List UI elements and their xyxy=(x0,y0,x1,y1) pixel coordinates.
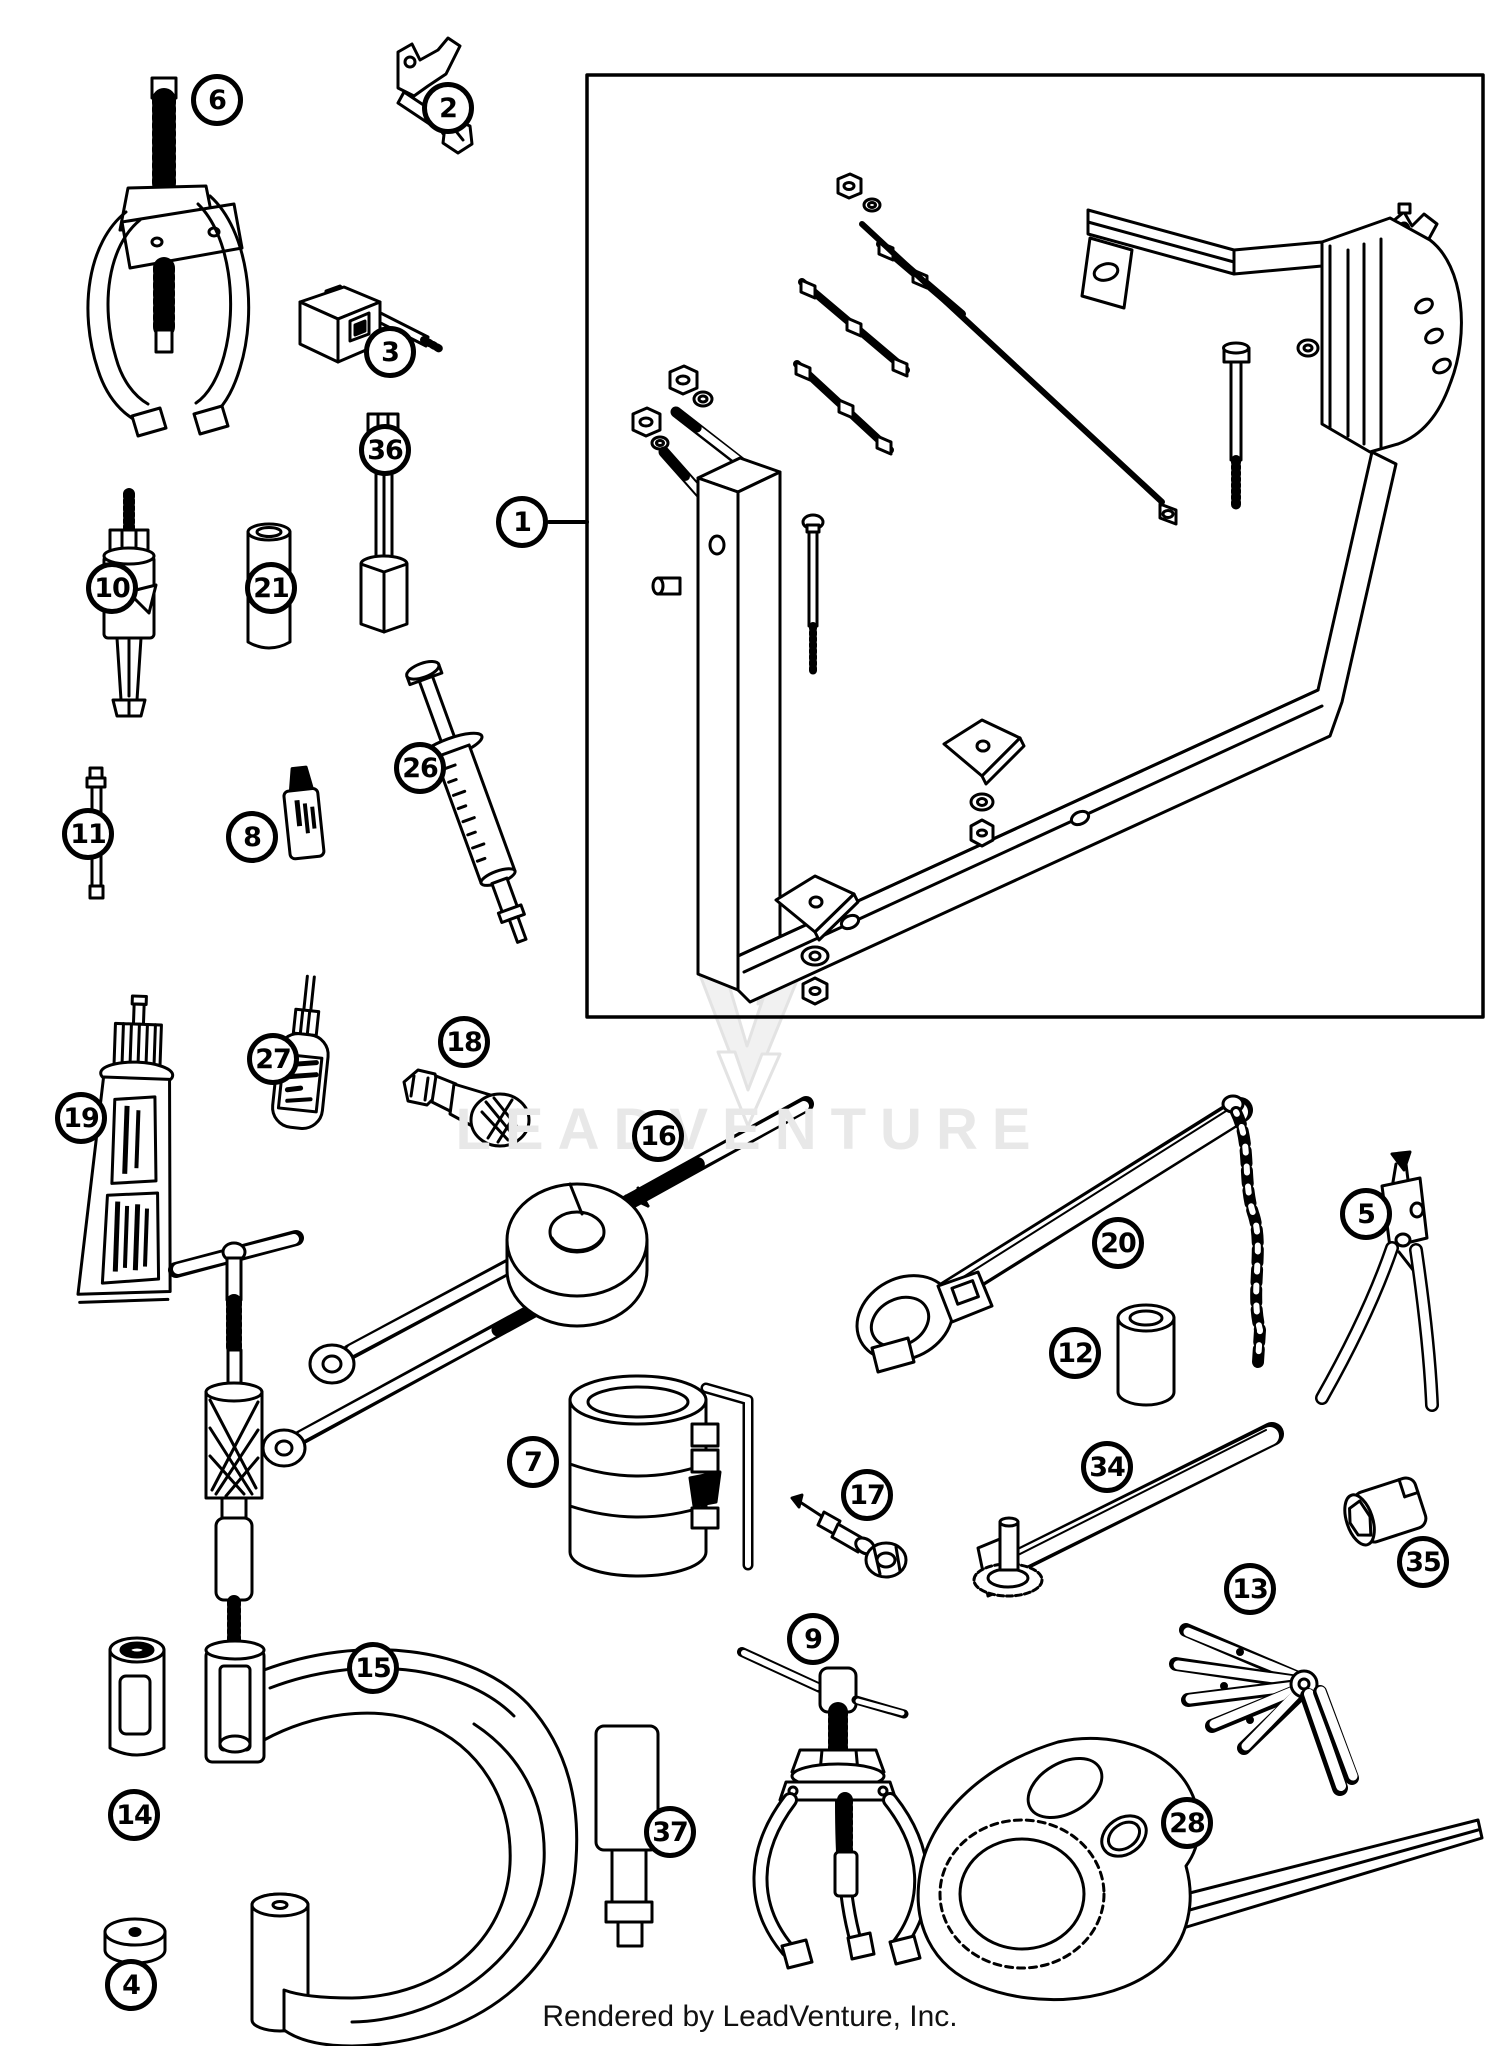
shim-plates-hardware xyxy=(774,718,1026,1006)
tool-circlip-pliers xyxy=(1315,1150,1439,1412)
callout-12[interactable]: 12 xyxy=(1049,1327,1101,1379)
callout-16[interactable]: 16 xyxy=(632,1110,684,1162)
callout-5[interactable]: 5 xyxy=(1340,1188,1392,1240)
callout-17[interactable]: 17 xyxy=(841,1469,893,1521)
threaded-studs xyxy=(793,221,1178,526)
right-plate xyxy=(1320,216,1463,454)
inset-box-border xyxy=(585,73,1485,1019)
callout-15[interactable]: 15 xyxy=(347,1642,399,1694)
tool-lever xyxy=(972,1422,1284,1598)
tool-support-washer xyxy=(103,1917,167,1965)
tool-bushing xyxy=(1116,1303,1176,1407)
nuts-and-washers xyxy=(631,172,882,451)
callout-2[interactable]: 2 xyxy=(422,82,474,134)
tool-slotted-socket xyxy=(1343,1476,1428,1547)
callout-28[interactable]: 28 xyxy=(1161,1797,1213,1849)
callout-10[interactable]: 10 xyxy=(86,562,138,614)
tool-stepped-drift xyxy=(594,1724,660,1948)
callout-18[interactable]: 18 xyxy=(438,1016,490,1068)
stand-upper-structure xyxy=(1080,202,1463,454)
callout-34[interactable]: 34 xyxy=(1081,1441,1133,1493)
callout-8[interactable]: 8 xyxy=(226,811,278,863)
tool-bearing-puller xyxy=(86,76,251,438)
callout-6[interactable]: 6 xyxy=(191,74,243,126)
inset-box-assembly xyxy=(547,73,1485,1019)
callout-26[interactable]: 26 xyxy=(394,742,446,794)
callout-19[interactable]: 19 xyxy=(55,1092,107,1144)
callout-11[interactable]: 11 xyxy=(62,808,114,860)
tool-c-clamp-press xyxy=(168,1230,579,2046)
tool-bottle-small xyxy=(282,765,326,861)
tool-clamping-collar xyxy=(261,1096,814,1468)
tool-folding-gauges xyxy=(1169,1623,1359,1796)
tool-slotted-spacer xyxy=(108,1636,166,1757)
callout-13[interactable]: 13 xyxy=(1224,1563,1276,1615)
callout-37[interactable]: 37 xyxy=(644,1806,696,1858)
callout-14[interactable]: 14 xyxy=(108,1789,160,1841)
tool-needle-fitting xyxy=(790,1493,908,1579)
callout-4[interactable]: 4 xyxy=(105,1959,157,2011)
tool-ring-compressor xyxy=(568,1374,754,1578)
clamp-frame xyxy=(262,1648,579,2046)
tool-knurled-adapter xyxy=(402,1068,531,1148)
callout-1[interactable]: 1 xyxy=(496,496,548,548)
callout-3[interactable]: 3 xyxy=(364,326,416,378)
callout-35[interactable]: 35 xyxy=(1397,1536,1449,1588)
stand-base-beam xyxy=(736,450,1398,1004)
callout-27[interactable]: 27 xyxy=(247,1033,299,1085)
callout-21[interactable]: 21 xyxy=(245,562,297,614)
tool-chain-wrench xyxy=(855,1094,1266,1374)
frame-bolts xyxy=(801,341,1251,678)
callout-9[interactable]: 9 xyxy=(787,1613,839,1665)
callout-36[interactable]: 36 xyxy=(359,424,411,476)
long-stud xyxy=(859,221,1165,505)
tool-hook-wrench xyxy=(916,1736,1484,2002)
footer-credit: Rendered by LeadVenture, Inc. xyxy=(542,2000,958,2033)
callout-20[interactable]: 20 xyxy=(1092,1217,1144,1269)
callout-7[interactable]: 7 xyxy=(507,1436,559,1488)
